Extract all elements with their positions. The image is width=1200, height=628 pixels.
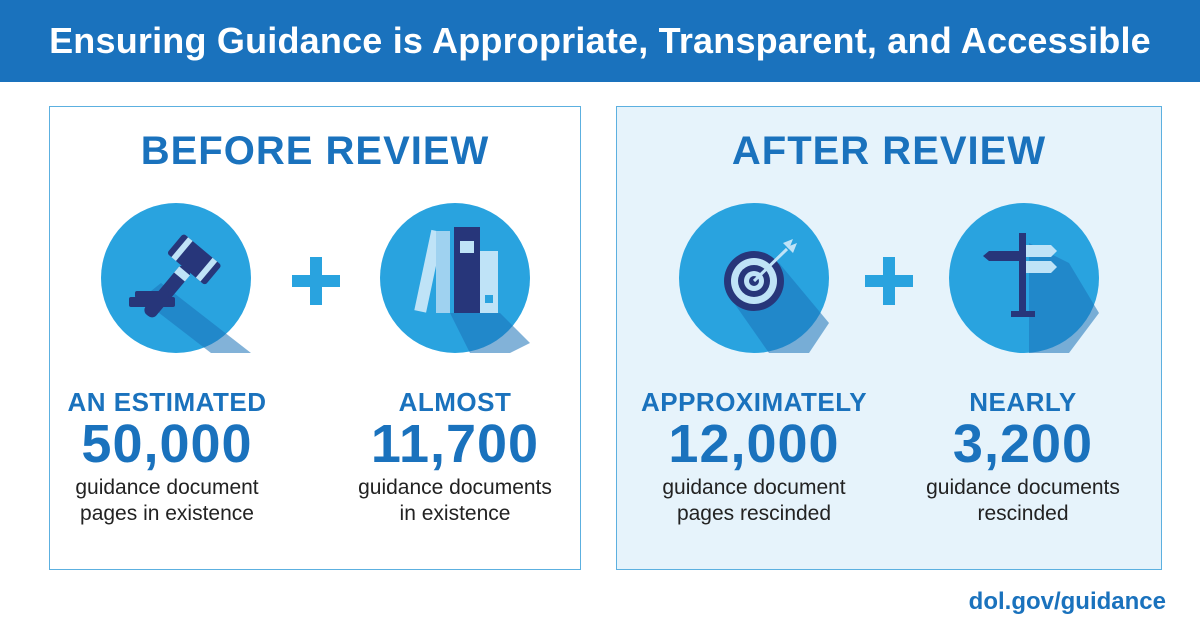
stat-description-line1: guidance documents — [926, 476, 1120, 499]
books-icon — [380, 203, 530, 353]
stat-lead: APPROXIMATELY — [640, 387, 868, 417]
stat-number: 3,200 — [952, 414, 1094, 474]
stat-description: guidance documents in existence — [345, 475, 565, 527]
plus-icon — [292, 257, 340, 305]
before-review-title: BEFORE REVIEW — [140, 129, 490, 173]
after-review-panel: AFTER REVIEW APPROXIMATELY 12,000 guidan… — [616, 106, 1162, 570]
before-review-panel: BEFORE REVIEW AN ESTI — [49, 106, 581, 570]
stat-description-line2: in existence — [399, 502, 511, 525]
after-review-title: AFTER REVIEW — [731, 129, 1047, 173]
stat-description-line2: pages rescinded — [676, 502, 832, 525]
stat-after-pages: APPROXIMATELY 12,000 guidance document p… — [631, 387, 877, 527]
guidance-link[interactable]: dol.gov/guidance — [968, 588, 1166, 615]
stat-description: guidance document pages rescinded — [631, 475, 877, 527]
gavel-icon — [101, 203, 251, 353]
page-title: Ensuring Guidance is Appropriate, Transp… — [49, 20, 1151, 61]
stat-description-line1: guidance document — [75, 476, 259, 499]
stat-number: 50,000 — [81, 414, 253, 474]
stat-number: 11,700 — [370, 414, 540, 474]
header-banner: Ensuring Guidance is Appropriate, Transp… — [0, 0, 1200, 82]
plus-icon — [865, 257, 913, 305]
stat-before-documents: ALMOST 11,700 guidance documents in exis… — [345, 387, 565, 527]
stat-lead: ALMOST — [398, 387, 512, 417]
stat-number: 12,000 — [668, 414, 840, 474]
stat-after-documents: NEARLY 3,200 guidance documents rescinde… — [913, 387, 1133, 527]
stat-lead: AN ESTIMATED — [67, 387, 267, 417]
stat-description: guidance documents rescinded — [913, 475, 1133, 527]
target-icon — [679, 203, 829, 353]
stat-lead: NEARLY — [969, 387, 1077, 417]
stat-before-pages: AN ESTIMATED 50,000 guidance document pa… — [62, 387, 272, 527]
stat-description-line1: guidance document — [662, 476, 846, 499]
signpost-icon — [949, 203, 1099, 353]
stat-description-line1: guidance documents — [358, 476, 552, 499]
stat-description: guidance document pages in existence — [62, 475, 272, 527]
stat-description-line2: rescinded — [977, 502, 1069, 525]
stat-description-line2: pages in existence — [80, 502, 254, 525]
